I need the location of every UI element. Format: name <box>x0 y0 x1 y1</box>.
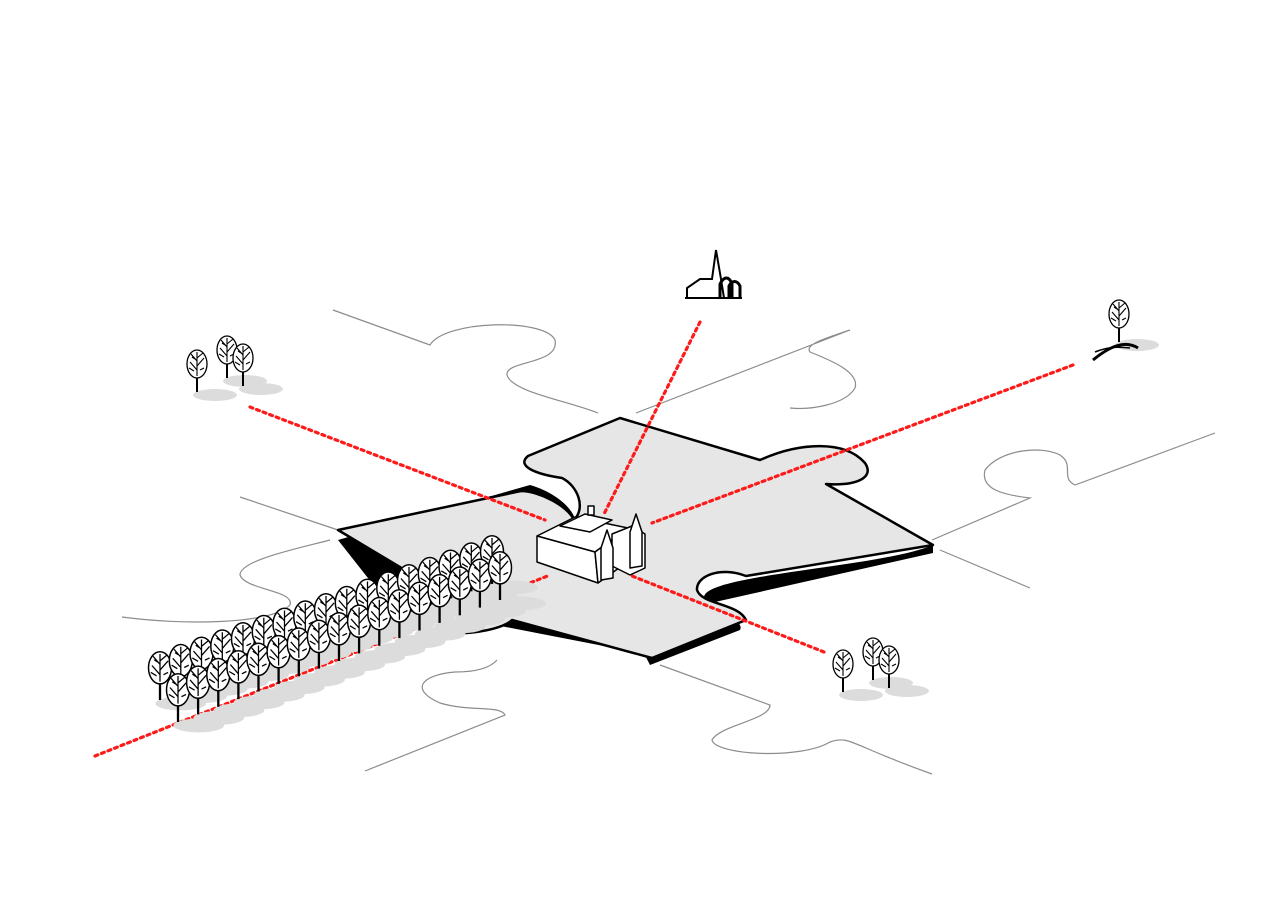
outline-east <box>931 432 1216 541</box>
outline-south-west <box>364 659 506 772</box>
manor-tower-right <box>629 513 643 569</box>
manor-upper-roof <box>559 513 613 533</box>
manor-house <box>536 505 646 584</box>
manor-chimney <box>587 505 595 516</box>
outline-south <box>659 664 933 775</box>
sightline-hill-tree <box>650 363 1075 525</box>
outline-west <box>121 496 339 623</box>
tree-group-east <box>832 637 930 702</box>
church-icon <box>685 249 742 299</box>
lone-tree-on-hill <box>1092 299 1160 362</box>
sightline-west-trees <box>248 405 547 522</box>
surrounding-puzzle-outlines <box>121 309 1216 775</box>
tree-group-west <box>186 335 284 402</box>
manor-tower-left <box>600 529 614 581</box>
sightline-east-trees <box>630 574 826 654</box>
outline-east-lower <box>939 549 1031 589</box>
sightline-church <box>602 320 702 516</box>
outline-north-west <box>332 309 599 414</box>
outline-north-east <box>635 329 857 414</box>
tree-avenue <box>147 534 548 734</box>
